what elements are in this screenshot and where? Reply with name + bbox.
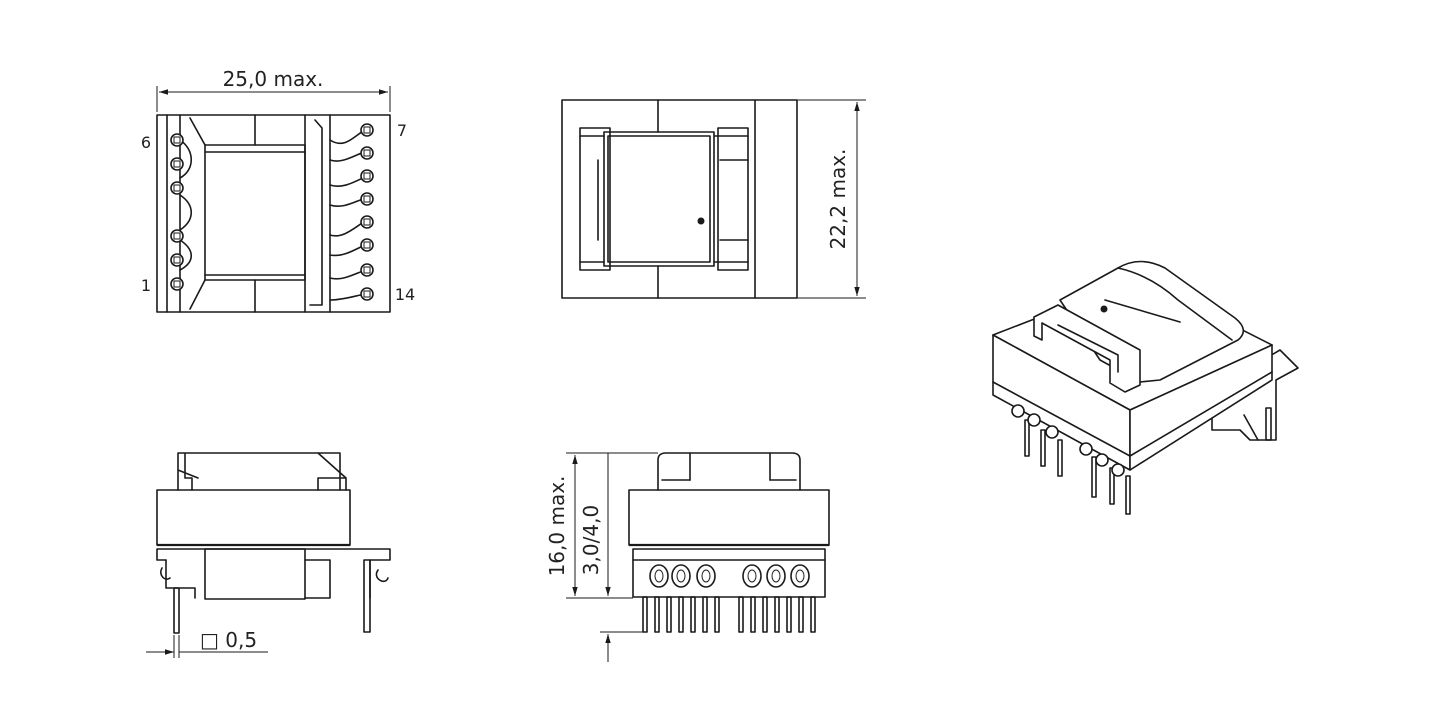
pin-square-label: □ 0,5: [200, 628, 257, 652]
left-pin-row: [170, 133, 184, 291]
front-view: 16,0 max. 3,0/4,0: [545, 452, 830, 662]
height-max-label: 16,0 max.: [545, 476, 569, 577]
top-view: 25,0 max.: [141, 67, 415, 313]
width-dimension: 25,0 max.: [156, 67, 391, 112]
standoff-label: 3,0/4,0: [579, 505, 603, 575]
pin-label-14: 14: [395, 285, 415, 304]
isometric-view: [992, 260, 1299, 515]
pin-label-6: 6: [141, 133, 151, 152]
front-pin-coils: [649, 564, 810, 588]
pin-square-dimension: □ 0,5: [146, 628, 268, 658]
side-view: □ 0,5: [146, 452, 391, 658]
core-top-view: 22,2 max.: [561, 99, 866, 299]
height-dimensions: 16,0 max. 3,0/4,0: [545, 452, 658, 662]
depth-max-label: 22,2 max.: [826, 149, 850, 250]
right-pin-row: [360, 123, 374, 301]
depth-dimension: 22,2 max.: [797, 99, 866, 299]
pin-label-7: 7: [397, 121, 407, 140]
width-max-label: 25,0 max.: [223, 67, 324, 91]
isometric-pins: [1011, 404, 1131, 515]
front-pin-legs: [642, 596, 816, 633]
pin-label-1: 1: [141, 276, 151, 295]
